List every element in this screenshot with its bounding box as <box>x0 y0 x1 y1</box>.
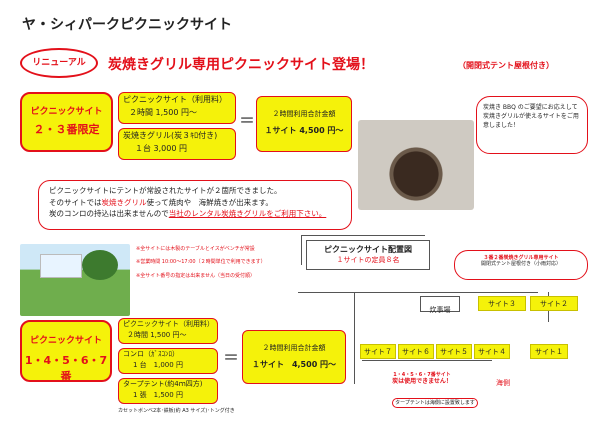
section1-grill-box: 炭焼きグリル(炭３ｷﾛ付き) １台 3,000 円 <box>118 128 236 160</box>
info-line1: ピクニックサイトにテントが常設されたサイトが２箇所できました。 <box>49 186 282 195</box>
info-line2-post: 使って焼肉や 海鮮焼きが出来ます。 <box>146 197 273 207</box>
section2-fee-title: ピクニックサイト（利用料） <box>123 320 214 328</box>
site-1: サイト１ <box>530 344 568 359</box>
site-7: サイト７ <box>360 344 396 359</box>
info-line2-red: 炭焼きグリル <box>101 197 147 207</box>
page-title: ヤ・シィパークピクニックサイト <box>22 17 232 33</box>
info-line3-pre: 炭のコンロの持込は出来ませんので <box>49 209 169 219</box>
site-3: サイト３ <box>478 296 526 311</box>
section1-fee-box: ピクニックサイト（利用料） ２時間 1,500 円～ <box>118 92 236 124</box>
site-2: サイト２ <box>530 296 578 311</box>
section2-footnote: カセットボンベ2本･鉄板(約 A3 サイズ)･トング付き <box>118 408 235 414</box>
section2-equals: ＝ <box>223 348 240 367</box>
section2-total-title: ２時間利用合計金額 <box>262 344 326 352</box>
map-callout-title: ３番２番炭焼きグリル専用サイト <box>483 255 559 261</box>
headline: 炭焼きグリル専用ピクニックサイト登場！ <box>108 57 374 73</box>
section2-total-box: ２時間利用合計金額 １サイト 4,500 円～ <box>242 330 346 384</box>
no-grill-title: 1・4・5・6・7番サイト <box>393 372 451 378</box>
section2-stove-value: 1 台 1,000 円 <box>133 361 183 370</box>
speech-bubble-text: 炭焼き BBQ のご要望にお応えして 炭焼きグリルが使えるサイトをご用意しました… <box>483 104 579 129</box>
section2-label-line1: ピクニックサイト <box>29 336 102 346</box>
section1-grill-title: 炭焼きグリル(炭３ｷﾛ付き) <box>123 131 218 140</box>
no-grill-callout: 1・4・5・6・7番サイト 炭は使用できません！ <box>384 372 460 394</box>
note-2: ※営業時間 10:00～17:00（２時間単位で利用できます） <box>136 259 266 266</box>
section2-stove-box: コンロ（ｶﾞｽｺﾝﾛ） 1 台 1,000 円 <box>118 348 218 374</box>
note-3: ※全サイト番号の指定は出来ません（当日の受付順） <box>136 272 256 279</box>
section1-fee-title: ピクニックサイト（利用料） <box>123 95 227 104</box>
no-grill-text: 炭は使用できません！ <box>392 378 452 386</box>
section2-label-line2: 1・4・5・6・7番 <box>24 354 108 383</box>
section2-total-value: １サイト 4,500 円～ <box>251 360 337 369</box>
section1-total-box: ２時間利用合計金額 １サイト 4,500 円～ <box>256 96 352 152</box>
speech-bubble: 炭焼き BBQ のご要望にお応えして 炭焼きグリルが使えるサイトをご用意しました… <box>476 96 588 154</box>
section2-tarp-title: タープテント(約4ｍ四方) <box>123 380 203 388</box>
site-6: サイト６ <box>398 344 434 359</box>
site-5: サイト５ <box>436 344 472 359</box>
site-4: サイト４ <box>474 344 510 359</box>
headline-sub: （開閉式テント屋根付き） <box>458 61 554 70</box>
info-box: ピクニックサイトにテントが常設されたサイトが２箇所できました。 そのサイトでは炭… <box>38 180 352 230</box>
section1-fee-value: ２時間 1,500 円～ <box>129 107 197 117</box>
map-title-box: ピクニックサイト配置図 １サイトの定員８名 <box>306 240 430 270</box>
section1-equals: ＝ <box>239 111 256 130</box>
section2-tarp-box: タープテント(約4ｍ四方) 1 張 1,500 円 <box>118 378 218 404</box>
section1-label-line1: ピクニックサイト <box>30 107 103 117</box>
note-1: ※全サイトには木製のテーブルとイスがベンチが常設 <box>136 246 255 252</box>
section1-label: ピクニックサイト ２・３番限定 <box>20 92 113 152</box>
section2-stove-title: コンロ（ｶﾞｽｺﾝﾛ） <box>123 350 179 358</box>
section2-fee-value: ２時間 1,500 円～ <box>127 331 187 340</box>
info-line3: 炭のコンロの持込は出来ませんので当社のレンタル炭焼きグリルをご利用下さい。 <box>49 208 341 220</box>
section2-label: ピクニックサイト 1・4・5・6・7番 <box>20 320 112 383</box>
map-subtitle: １サイトの定員８名 <box>336 256 400 264</box>
info-line2: そのサイトでは炭焼きグリル使って焼肉や 海鮮焼きが出来ます。 <box>49 197 341 209</box>
kitchen-box: 炊事場 <box>420 296 460 314</box>
renewal-badge: リニューアル <box>20 48 98 78</box>
map-title: ピクニックサイト配置図 <box>324 245 412 254</box>
grill-photo <box>358 120 474 210</box>
section1-total-title: ２時間利用合計金額 <box>272 110 336 118</box>
section2-tarp-value: 1 張 1,500 円 <box>133 391 183 400</box>
section1-label-line2: ２・３番限定 <box>33 123 100 136</box>
map-callout-sub: 開閉式テント屋根付き（小雨対応） <box>480 261 561 268</box>
notes: ※全サイトには木製のテーブルとイスがベンチが常設 ※営業時間 10:00～17:… <box>136 246 296 279</box>
info-line3-red: 当社のレンタル炭焼きグリルをご利用下さい。 <box>168 209 327 219</box>
map-callout: ３番２番炭焼きグリル専用サイト 開閉式テント屋根付き（小雨対応） <box>454 250 588 280</box>
tent-note: タープテントは海側に設置致します <box>392 398 478 409</box>
section1-total-value: １サイト 4,500 円～ <box>264 126 344 135</box>
kitchen-label: 炊事場 <box>429 306 451 314</box>
park-photo <box>20 244 130 316</box>
section2-fee-box: ピクニックサイト（利用料） ２時間 1,500 円～ <box>118 318 218 344</box>
section1-grill-value: １台 3,000 円 <box>135 143 187 153</box>
renewal-badge-label: リニューアル <box>32 58 86 68</box>
info-line2-pre: そのサイトでは <box>49 197 102 207</box>
sea-label: 海側 <box>496 379 510 387</box>
